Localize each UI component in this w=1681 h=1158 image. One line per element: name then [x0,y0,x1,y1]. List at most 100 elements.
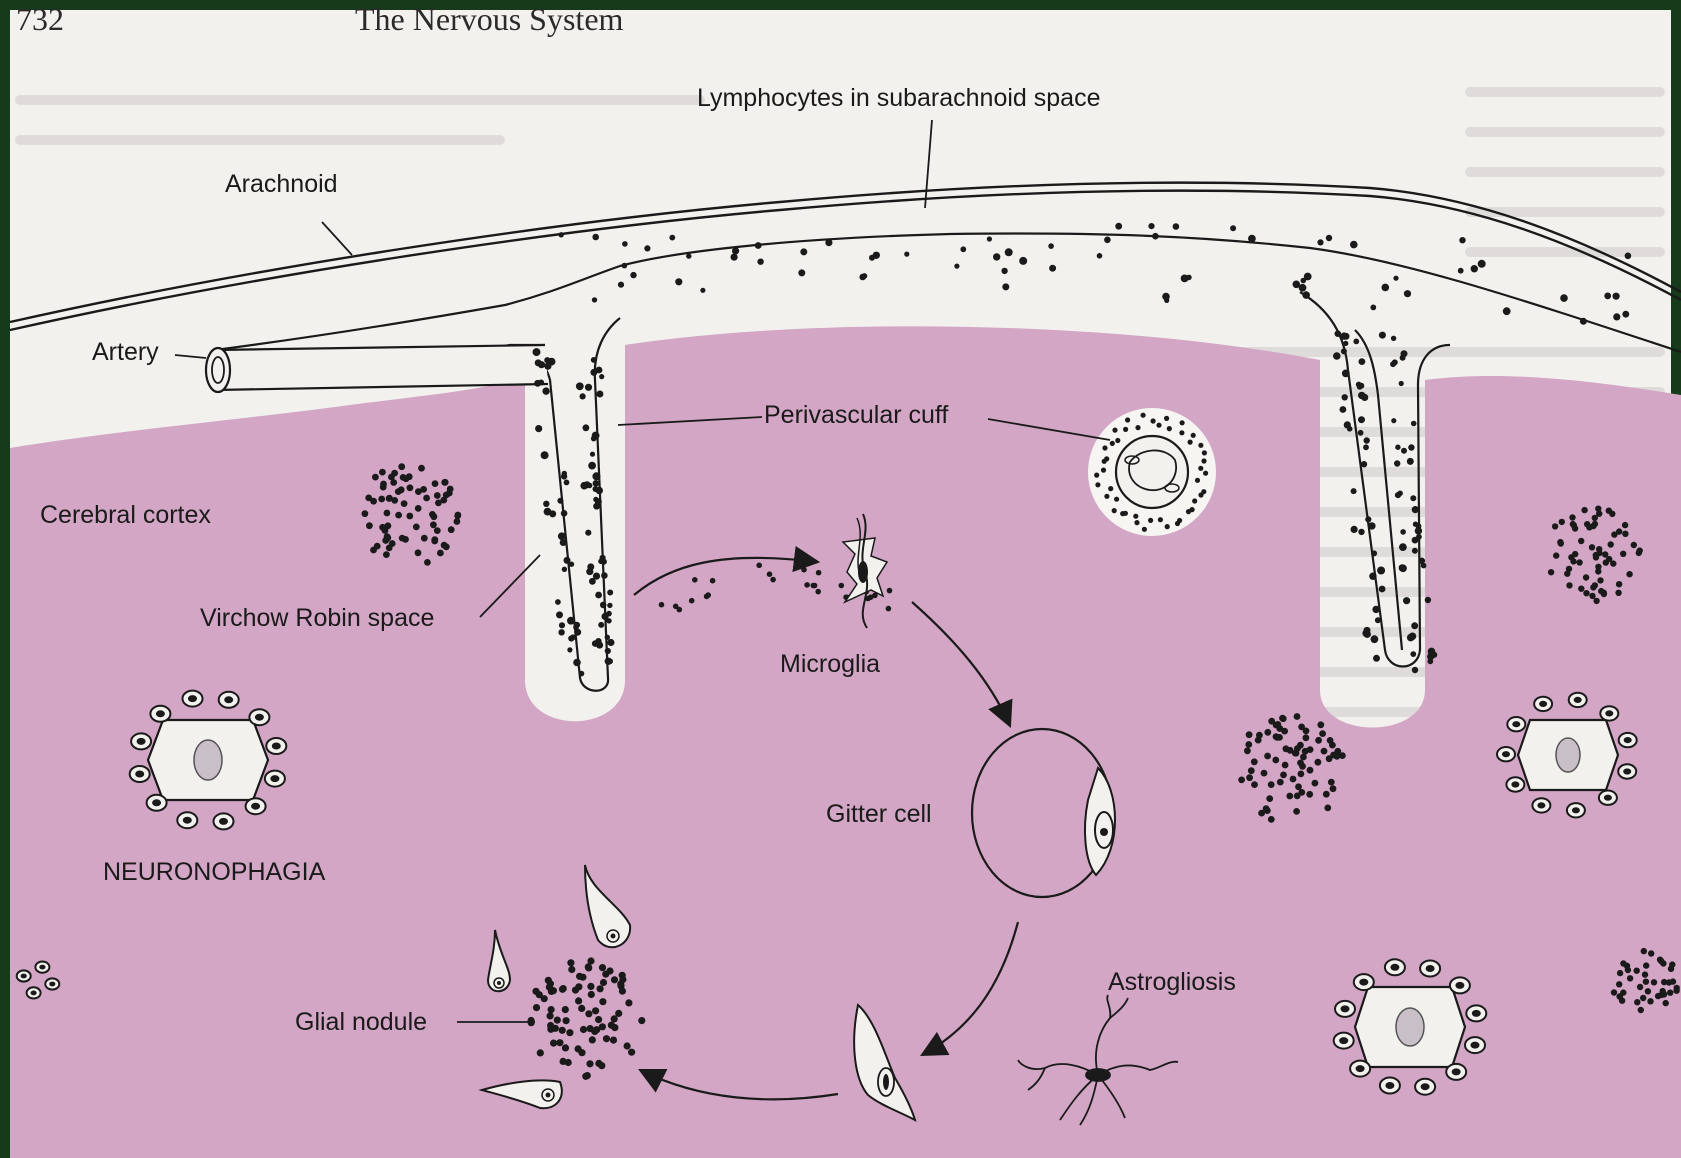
lymphocyte-dot [1094,473,1099,478]
lymphocyte-dot [1125,417,1130,422]
lymphocyte-dot [578,1049,585,1056]
lymphocyte-dot [554,1017,561,1024]
lymphocyte-dot [1391,336,1396,341]
lymphocyte-dot [1151,418,1156,423]
lymphocyte-dot [562,567,567,572]
lymphocyte-dot [1115,223,1122,230]
lymphocyte-dot [592,432,600,440]
lymphocyte-dot [1560,294,1568,302]
lymphocyte-dot [447,486,454,493]
lymphocyte-dot [1315,737,1322,744]
satellite-cell-nucleus [1455,982,1464,989]
lymphocyte-dot [1290,776,1297,783]
lymphocyte-dot [1180,420,1185,425]
lymphocyte-dot [1167,426,1172,431]
lymphocyte-dot [1407,458,1414,465]
lymphocyte-dot [1272,757,1279,764]
lymphocyte-dot [816,570,822,576]
lymphocyte-dot [575,997,582,1004]
lymphocyte-dot [1251,758,1258,765]
lymphocyte-dot [1334,748,1341,755]
lymphocyte-dot [1578,538,1584,544]
lymphocyte-dot [1264,807,1271,814]
lymphocyte-dot [1201,458,1206,463]
lymphocyte-dot [1123,427,1128,432]
lymphocyte-dot [619,972,626,979]
satellite-cell-nucleus [1623,768,1631,774]
lymphocyte-dot [1566,582,1572,588]
lymphocyte-dot [862,273,868,279]
lymphocyte-dot [700,288,705,293]
lymphocyte-dot [1158,517,1163,522]
lymphocyte-dot [599,964,606,971]
lymphocyte-dot [1343,341,1348,346]
lymphocyte-dot [402,536,409,543]
satellite-cell-nucleus [1359,979,1368,986]
lymphocyte-dot [622,263,628,269]
lymphocyte-dot [1198,492,1203,497]
lymphocyte-dot [1400,355,1406,361]
lymphocyte-dot [1393,276,1398,281]
lymphocyte-dot [1382,284,1390,292]
lymphocyte-dot [1413,522,1418,527]
satellite-cell-nucleus [251,803,260,810]
lymphocyte-dot [1095,482,1100,487]
lymphocyte-dot [1268,816,1275,823]
lymphocyte-dot [607,603,612,608]
lymphocyte-dot [1298,771,1305,778]
lymphocyte-dot [1156,423,1161,428]
lymphocyte-dot [538,361,545,368]
satellite-cell-nucleus [1539,701,1547,707]
lymphocyte-dot [585,1010,592,1017]
lymphocyte-dot [1244,747,1251,754]
satellite-cell-nucleus [1624,737,1632,743]
satellite-cell-nucleus [270,775,279,782]
lymphocyte-dot [1640,995,1646,1001]
lymphocyte-dot [630,272,636,278]
running-title: The Nervous System [355,1,624,37]
lymphocyte-dot [1191,433,1196,438]
lymphocyte-dot [1619,998,1625,1004]
lymphocyte-dot [1375,617,1381,623]
lymphocyte-dot [1620,960,1626,966]
lymphocyte-dot [1364,627,1371,634]
lymphocyte-dot [389,540,396,547]
lymphocyte-dot [1581,507,1587,513]
lymphocyte-dot [1377,567,1385,575]
lymphocyte-dot [1400,529,1406,535]
lymphocyte-dot [407,484,414,491]
lymphocyte-dot [1459,237,1465,243]
lymphocyte-dot [595,1016,602,1023]
lymphocyte-dot [619,988,626,995]
lymphocyte-dot [583,481,590,488]
lymphocyte-dot [689,598,695,604]
lymphocyte-dot [1019,257,1027,265]
lymphocyte-dot [1634,999,1640,1005]
lymphocyte-dot [1341,348,1347,354]
lymphocyte-dot [443,543,450,550]
lymphocyte-dot [1552,523,1558,529]
lymphocyte-dot [559,986,566,993]
lymphocyte-dot [606,618,611,623]
lymphocyte-dot [1503,307,1511,315]
lymphocyte-dot [1660,988,1666,994]
lymphocyte-dot [1399,565,1407,573]
lymphocyte-dot [801,567,807,573]
lymphocyte-dot [1115,438,1120,443]
satellite-cell-nucleus [183,817,192,824]
lymphocyte-dot [1286,793,1293,800]
satellite-cell-nucleus [135,771,144,778]
lymphocyte-dot [1615,590,1621,596]
lymphocyte-dot [548,1006,555,1013]
lymphocyte-dot [1317,721,1324,728]
neuronophagia-cell-right-upper [1518,720,1618,790]
lymphocyte-dot [1638,1007,1644,1013]
lymphocyte-dot [756,563,762,569]
lymphocyte-dot [1583,590,1589,596]
lymphocyte-dot [1412,548,1418,554]
satellite-cell-nucleus [224,696,233,703]
lymphocyte-dot [418,465,425,472]
lymphocyte-dot [549,510,556,517]
lymphocyte-dot [1299,284,1307,292]
lymphocyte-dot [580,393,586,399]
